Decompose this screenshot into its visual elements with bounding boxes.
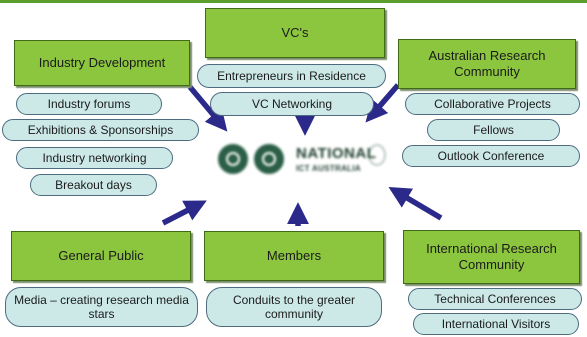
international-item-technical: Technical Conferences [408, 288, 582, 310]
general-public-item-media: Media – creating research media stars [5, 287, 198, 327]
arrow-from-australian-research [365, 83, 401, 123]
industry-development-box: Industry Development [14, 40, 190, 86]
international-item-visitors: International Visitors [413, 313, 579, 335]
top-accent-line [0, 0, 587, 3]
industry-item-forums: Industry forums [16, 93, 162, 115]
logo-subtitle: ICT AUSTRALIA [296, 164, 361, 173]
australian-item-outlook: Outlook Conference [402, 145, 580, 167]
arrow-from-industry-development [187, 85, 228, 132]
general-public-box: General Public [11, 231, 191, 281]
industry-development-title: Industry Development [38, 55, 166, 70]
australian-research-title: Australian Research Community [428, 48, 546, 79]
vcs-item-entrepreneurs: Entrepreneurs in Residence [197, 64, 386, 88]
general-public-title: General Public [58, 248, 144, 263]
arrow-from-international-research [388, 186, 443, 221]
vcs-title: VC's [281, 25, 309, 40]
australian-item-fellows: Fellows [427, 119, 560, 141]
australian-research-box: Australian Research Community [398, 39, 576, 89]
industry-item-networking: Industry networking [16, 147, 173, 169]
industry-item-breakout: Breakout days [30, 174, 157, 196]
national-ict-australia-logo: NATIONAL ICT AUSTRALIA [218, 128, 390, 194]
international-research-box: International Research Community [403, 230, 580, 284]
international-research-title: International Research Community [426, 241, 557, 272]
members-box: Members [204, 231, 384, 281]
australian-item-collaborative: Collaborative Projects [405, 93, 580, 115]
members-title: Members [266, 248, 322, 263]
vcs-box: VC's [205, 8, 385, 58]
vcs-item-networking: VC Networking [210, 92, 374, 116]
members-item-conduits: Conduits to the greater community [206, 287, 382, 327]
industry-item-exhibitions: Exhibitions & Sponsorships [2, 119, 199, 141]
logo-name: NATIONAL [296, 145, 377, 162]
arrow-from-general-public [161, 200, 207, 226]
